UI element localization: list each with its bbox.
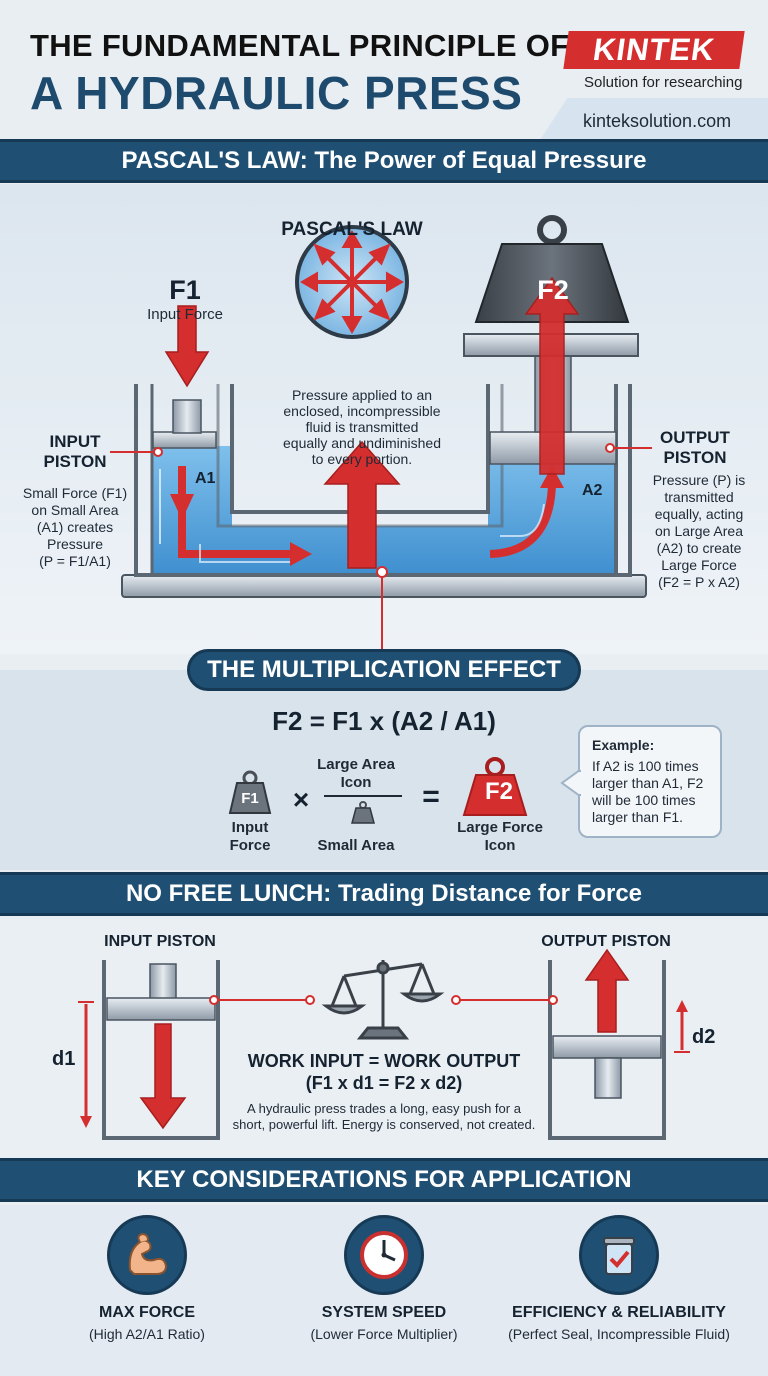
multiplication-banner-text: THE MULTIPLICATION EFFECT	[207, 656, 561, 683]
multiplication-icons	[228, 757, 528, 824]
d1-label: d1	[52, 1048, 76, 1070]
efficiency-badge	[579, 1215, 659, 1295]
multiplication-banner: THE MULTIPLICATION EFFECT	[187, 649, 581, 691]
system-speed-title: SYSTEM SPEED	[321, 1304, 447, 1321]
pressure-up-arrow	[323, 440, 401, 569]
system-speed-badge	[344, 1215, 424, 1295]
title-line-1: THE FUNDAMENTAL PRINCIPLE OF	[30, 28, 570, 63]
nofree-banner-text: NO FREE LUNCH: Trading Distance for Forc…	[125, 880, 643, 907]
input-force-caption: Input Force	[229, 819, 271, 854]
pascal-banner-text: PASCAL'S LAW: The Power of Equal Pressur…	[121, 147, 647, 174]
work-description: A hydraulic press trades a long, easy pu…	[232, 1101, 536, 1132]
nofree-banner: NO FREE LUNCH: Trading Distance for Forc…	[0, 872, 768, 916]
f1-label: F1	[169, 275, 201, 305]
brand-tagline: Solution for researching	[584, 74, 743, 91]
example-callout: Example: If A2 is 100 times larger than …	[578, 725, 722, 838]
max-force-title: MAX FORCE	[99, 1304, 195, 1321]
hydraulic-fluid	[153, 446, 616, 575]
input-piston-text: Small Force (F1) on Small Area (A1) crea…	[22, 485, 128, 569]
callout-pointer	[560, 770, 582, 796]
balance-scale-icon	[321, 960, 445, 1040]
input-cylinder	[102, 960, 220, 1140]
down-arrow-fluid	[170, 494, 194, 520]
input-piston-title: INPUT PISTON	[43, 432, 107, 471]
work-equation-title: WORK INPUT = WORK OUTPUT	[247, 1051, 521, 1071]
work-diagram	[78, 948, 690, 1140]
hydraulic-press-diagram	[110, 215, 652, 654]
output-cylinder	[548, 960, 666, 1140]
small-area-caption: Small Area	[317, 837, 395, 854]
a1-label: A1	[195, 470, 216, 487]
input-piston-head	[152, 431, 217, 449]
considerations-banner: KEY CONSIDERATIONS FOR APPLICATION	[0, 1158, 768, 1202]
example-title: Example:	[592, 737, 655, 753]
clock-icon	[360, 1231, 408, 1279]
small-area-icon	[351, 807, 375, 824]
title-line-2: A HYDRAULIC PRESS	[30, 67, 523, 119]
pascal-law-text: Pressure applied to an enclosed, incompr…	[283, 387, 441, 467]
considerations-banner-text: KEY CONSIDERATIONS FOR APPLICATION	[136, 1166, 632, 1193]
d2-label: d2	[692, 1026, 716, 1048]
output-lift-arrow	[584, 948, 630, 1033]
input-piston-plate	[106, 997, 216, 1021]
multiplication-formula: F2 = F1 x (A2 / A1)	[272, 706, 496, 736]
pascal-banner: PASCAL'S LAW: The Power of Equal Pressur…	[0, 139, 768, 183]
work-input-label: INPUT PISTON	[104, 933, 216, 950]
output-force-arrow	[524, 276, 580, 475]
brand-name: KINTEK	[590, 32, 718, 67]
pascal-law-title: PASCAL'S LAW	[281, 219, 423, 240]
base-plate	[121, 574, 647, 598]
sealed-container-icon	[603, 1237, 635, 1275]
input-force-arrow	[164, 305, 210, 388]
times-sign: ×	[292, 784, 310, 815]
large-force-caption: Large Force Icon	[457, 819, 543, 854]
work-output-label: OUTPUT PISTON	[541, 933, 671, 950]
website-link[interactable]: kinteksolution.com	[583, 111, 732, 131]
website-strip	[540, 98, 768, 140]
brand-logo[interactable]: KINTEK	[563, 31, 745, 69]
output-weight-label: F2	[484, 778, 513, 805]
work-equation-formula: (F1 x d1 = F2 x d2)	[305, 1073, 463, 1093]
efficiency-title: EFFICIENCY & RELIABILITY	[512, 1304, 726, 1321]
output-piston-plate	[552, 1035, 662, 1059]
output-piston-text: Pressure (P) is transmitted equally, act…	[652, 472, 746, 590]
output-weight-icon	[462, 774, 528, 816]
a2-label: A2	[582, 482, 603, 499]
flow-arrow-2	[489, 483, 556, 558]
input-push-arrow	[139, 1023, 187, 1130]
weight-ring	[537, 215, 567, 245]
input-piston-rod	[172, 399, 202, 434]
large-area-caption: Large Area Icon	[317, 756, 395, 791]
equals-sign: =	[422, 780, 440, 813]
max-force-sub: (High A2/A1 Ratio)	[89, 1326, 205, 1342]
system-speed-sub: (Lower Force Multiplier)	[310, 1326, 458, 1342]
efficiency-sub: (Perfect Seal, Incompressible Fluid)	[508, 1326, 730, 1342]
input-weight-label: F1	[241, 790, 259, 807]
f1-sublabel: Input Force	[147, 306, 223, 323]
max-force-badge	[107, 1215, 187, 1295]
f2-weight-label: F2	[537, 275, 569, 305]
input-weight-icon	[228, 782, 272, 814]
output-piston-title: OUTPUT PISTON	[660, 428, 730, 467]
flexed-arm-icon	[128, 1232, 168, 1275]
